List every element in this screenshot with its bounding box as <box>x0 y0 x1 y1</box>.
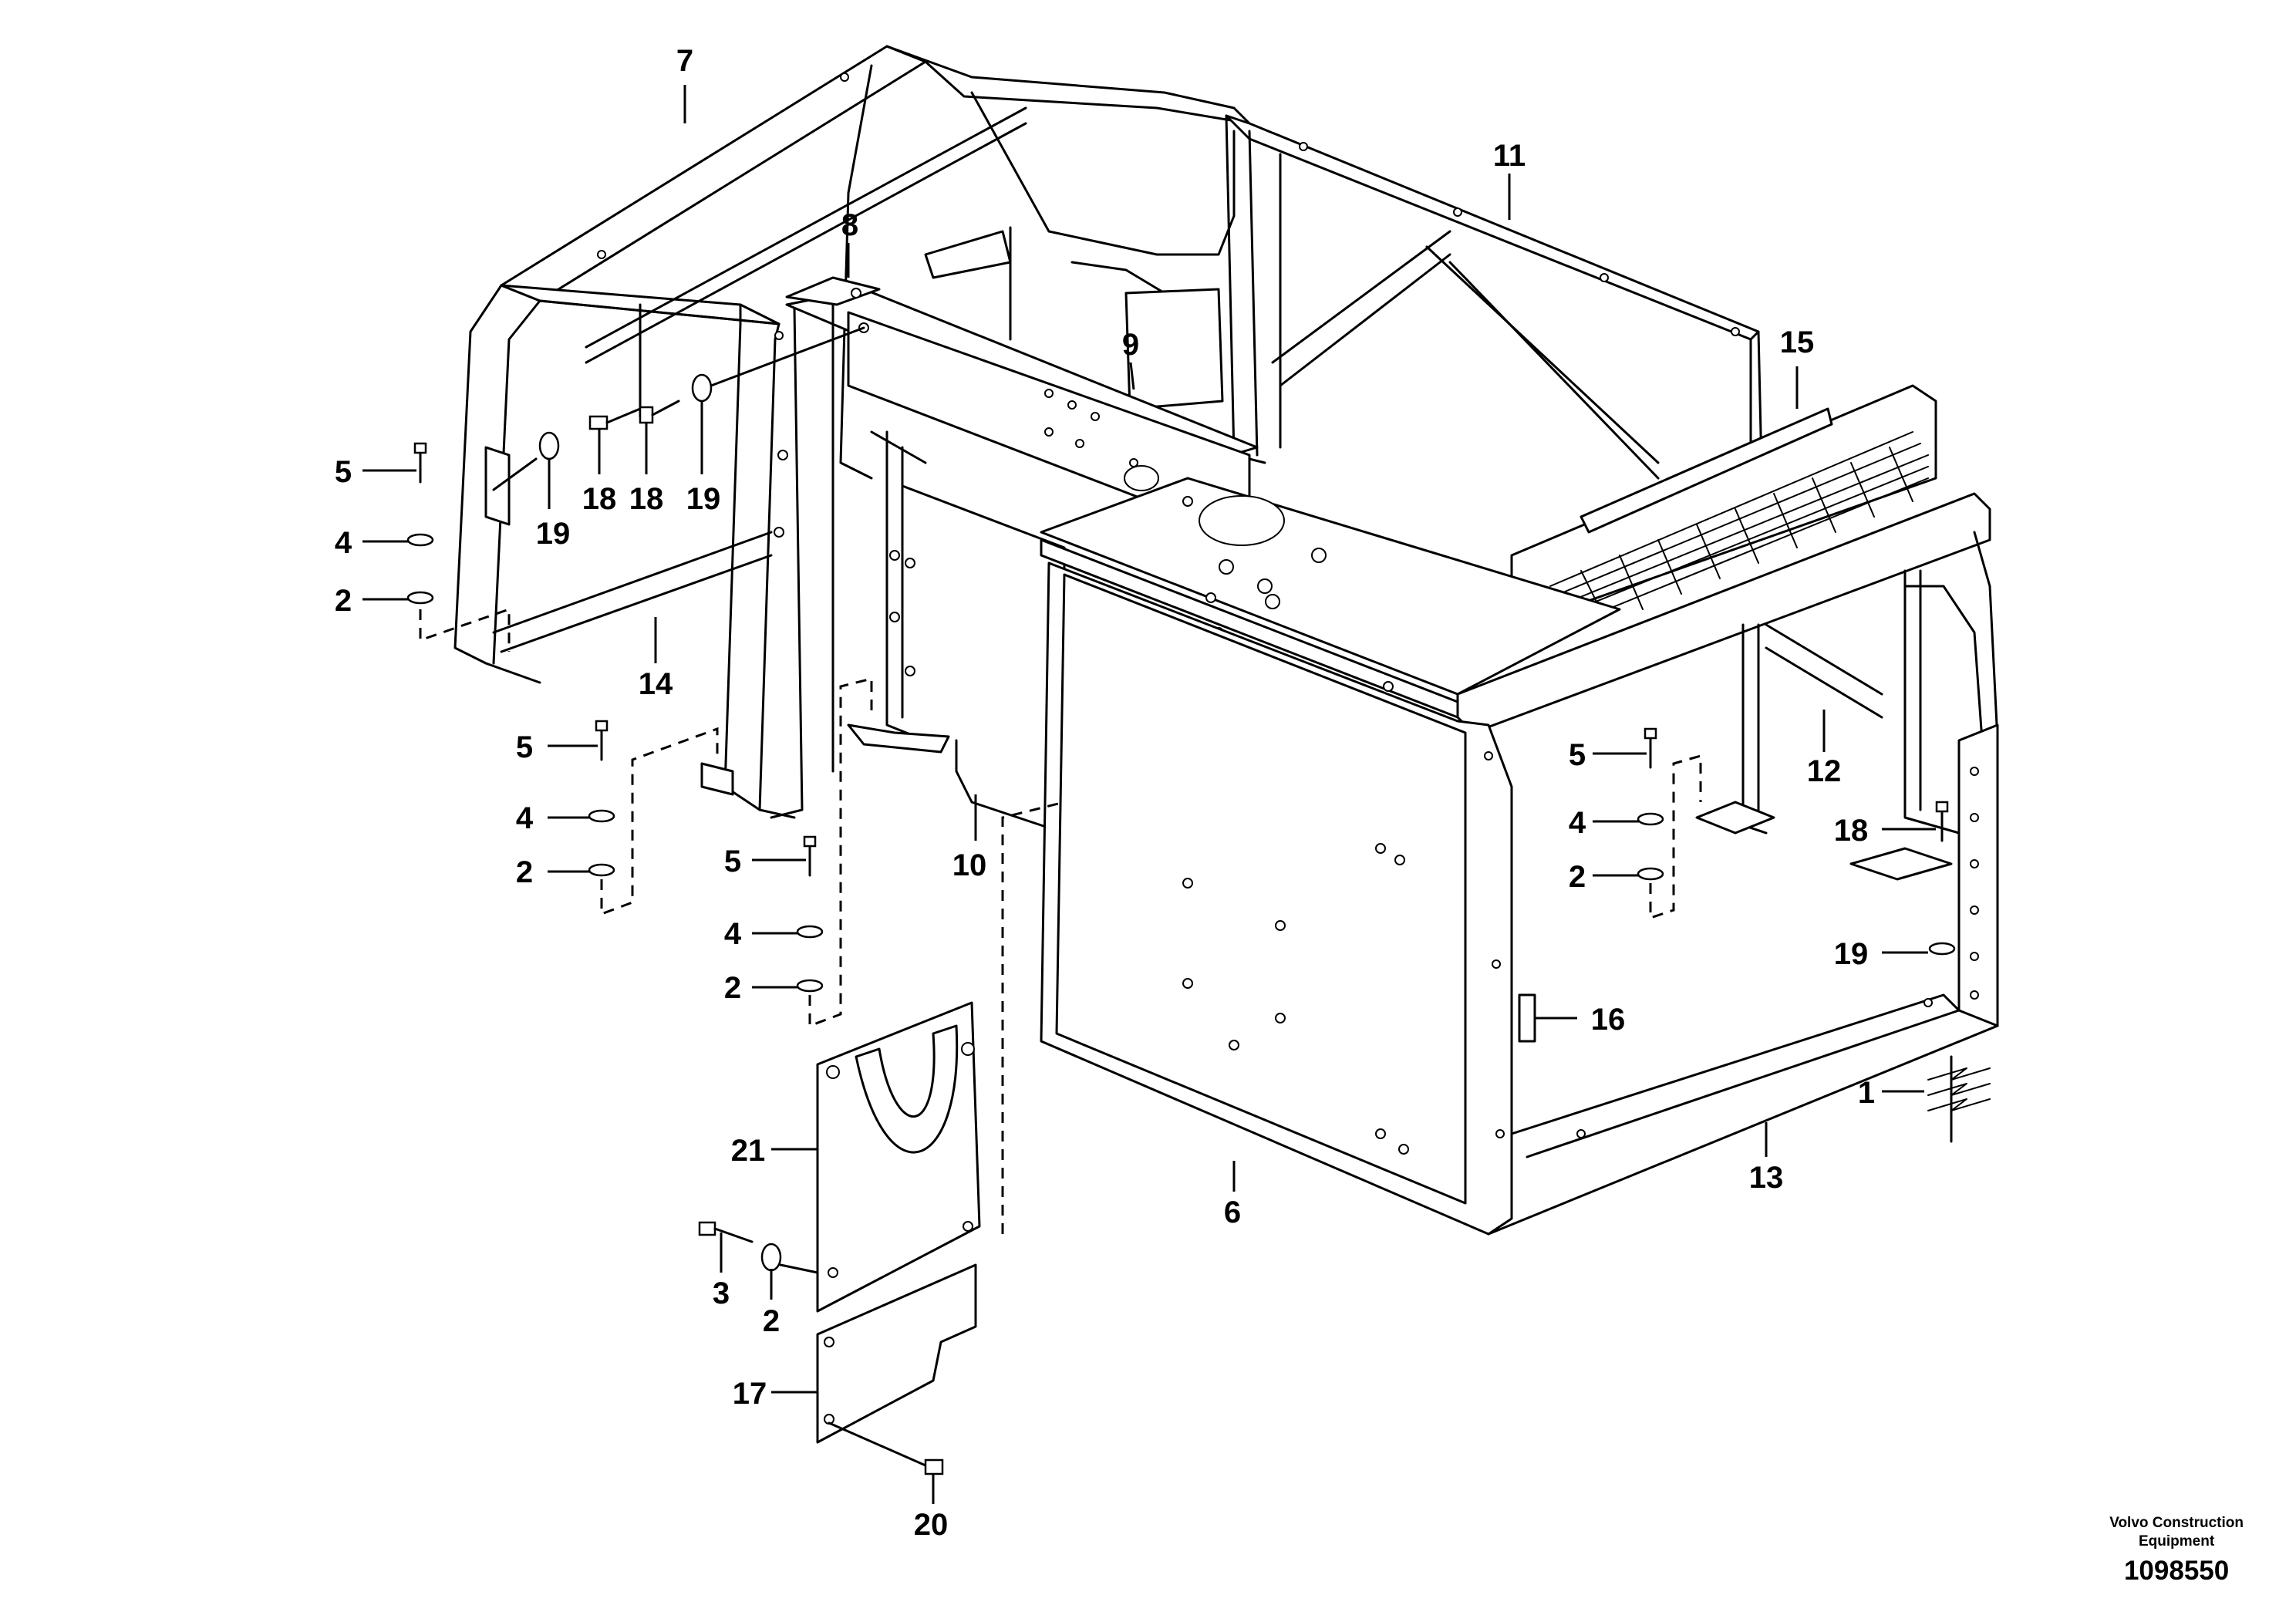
callout-5c: 5 <box>724 845 741 878</box>
callout-19c: 19 <box>1834 937 1869 971</box>
callout-18a: 18 <box>582 482 617 516</box>
callout-14: 14 <box>639 667 673 701</box>
callout-4d: 4 <box>1569 806 1586 840</box>
bracket-part-8 <box>770 276 881 819</box>
perforated-grid <box>1549 431 1929 618</box>
side-panel-part-10 <box>901 484 1066 835</box>
rear-right-frame-part-11 <box>1225 114 1764 511</box>
callout-4a: 4 <box>335 526 352 560</box>
callout-21: 21 <box>731 1134 766 1168</box>
brand-line-2: Equipment <box>2139 1533 2215 1549</box>
leader-lines <box>362 85 1936 1504</box>
main-housing-part-6 <box>1040 477 1621 1236</box>
callout-2b: 2 <box>516 855 533 889</box>
callout-4c: 4 <box>724 917 742 951</box>
callout-7: 7 <box>676 44 693 78</box>
assembly-lines <box>419 607 1702 1234</box>
callout-17: 17 <box>733 1377 767 1411</box>
rear-frame-part-7 <box>453 45 1027 819</box>
callout-2a: 2 <box>335 584 352 618</box>
callout-10: 10 <box>952 848 987 882</box>
callout-8: 8 <box>841 208 858 242</box>
callout-2d: 2 <box>763 1304 780 1338</box>
fasteners <box>406 326 1991 1475</box>
callout-labels: 7 8 9 11 15 5 4 2 19 18 18 19 14 5 4 2 1… <box>335 44 1875 1542</box>
callout-6: 6 <box>1224 1195 1241 1229</box>
screen-panel-part-15 <box>1510 384 1937 619</box>
callout-12: 12 <box>1807 754 1842 788</box>
callout-2c: 2 <box>724 971 741 1005</box>
document-footer: Volvo Construction Equipment 1098550 <box>2109 1514 2244 1587</box>
right-frame-part-12-13 <box>1456 492 1999 1236</box>
document-number: 1098550 <box>2123 1556 2230 1586</box>
callout-1: 1 <box>1858 1076 1875 1110</box>
callout-5a: 5 <box>335 455 352 489</box>
callout-9: 9 <box>1122 328 1139 362</box>
callout-15: 15 <box>1780 325 1815 359</box>
callout-5b: 5 <box>516 730 533 764</box>
callout-5d: 5 <box>1569 738 1586 772</box>
callout-16: 16 <box>1591 1003 1626 1037</box>
callout-19b: 19 <box>686 482 721 516</box>
callout-4b: 4 <box>516 801 534 835</box>
callout-13: 13 <box>1749 1161 1784 1195</box>
callout-20: 20 <box>914 1508 949 1542</box>
vertical-post <box>847 430 950 754</box>
callout-11: 11 <box>1493 139 1526 173</box>
cover-plate-part-17 <box>816 1263 977 1444</box>
callout-2e: 2 <box>1569 860 1586 894</box>
cover-plate-part-21 <box>816 1001 981 1313</box>
callout-3: 3 <box>713 1276 730 1310</box>
callout-18b: 18 <box>629 482 664 516</box>
brand-line-1: Volvo Construction <box>2109 1515 2244 1531</box>
callout-19a: 19 <box>536 517 571 551</box>
callout-18c: 18 <box>1834 814 1869 848</box>
